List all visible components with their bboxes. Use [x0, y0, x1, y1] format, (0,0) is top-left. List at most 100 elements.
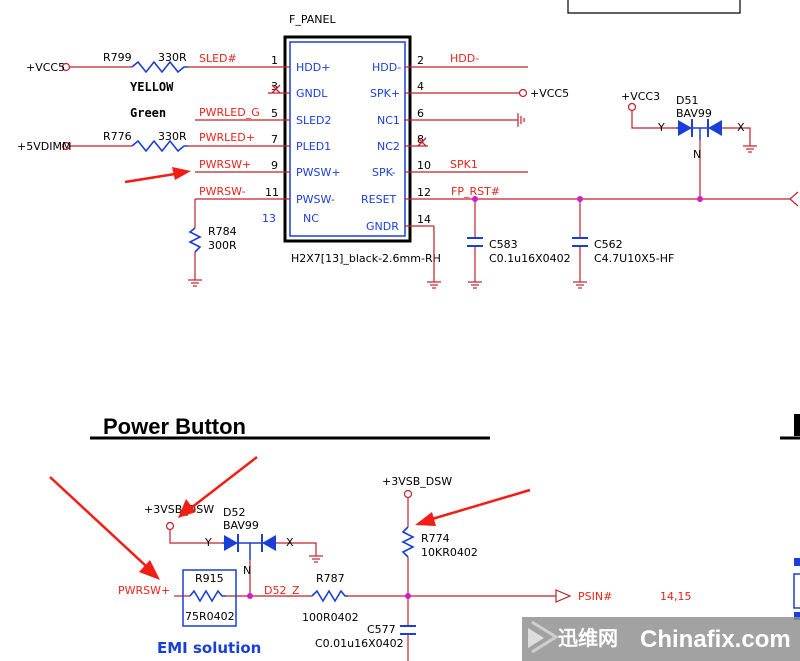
- partial-component-right: [793, 558, 800, 620]
- component-ref: R784: [208, 225, 237, 238]
- net-label-pwrled-g: PWRLED_G: [199, 106, 260, 119]
- net-label-fp-rst: FP_RST#: [451, 185, 500, 198]
- power-label: +VCC5: [530, 87, 569, 100]
- component-value: C0.01u16X0402: [315, 637, 404, 650]
- pin-number: 4: [417, 80, 424, 93]
- pin-number: 2: [417, 54, 424, 67]
- pin-name: NC: [303, 212, 319, 225]
- net-label-sled: SLED#: [199, 52, 237, 65]
- component-part: BAV99: [676, 107, 712, 120]
- power-button-section: Power Button +3VSB_DSW D52 BAV99 Y X N: [49, 414, 800, 661]
- emi-solution-label: EMI solution: [157, 639, 261, 657]
- component-ref: D51: [676, 94, 698, 107]
- off-page-connector: [789, 191, 799, 207]
- pin-name: RESET: [361, 193, 397, 206]
- partial-title-right: [794, 414, 800, 436]
- component-ref: R774: [421, 532, 450, 545]
- pin-number: 8: [417, 133, 424, 146]
- r799-resistor: R799 330R: [103, 51, 188, 74]
- vcc5-left-power: +VCC5: [26, 61, 71, 74]
- connector-title: F_PANEL: [289, 13, 336, 26]
- section-title: Power Button: [103, 414, 246, 439]
- pin-name: SPK-: [372, 166, 396, 179]
- power-label: +5VDIMM: [17, 140, 71, 153]
- pin-number: 1: [271, 54, 278, 67]
- no-connect-marks: [271, 84, 427, 147]
- chinafix-watermark: 迅维网 Chinafix.com: [522, 617, 800, 661]
- d52-diode: +3VSB_DSW D52 BAV99 Y X N: [144, 503, 323, 596]
- net-label-spk1: SPK1: [450, 158, 478, 171]
- watermark-logo-icon: [528, 628, 544, 648]
- pin-name: GNDL: [296, 87, 328, 100]
- connector-left-pins: 1 HDD+ 3 GNDL 5 SLED2 7 PLED1 9 PWSW+ 11…: [262, 54, 341, 225]
- pin-label: X: [737, 121, 745, 134]
- junction-dots-top: [472, 196, 703, 202]
- component-ref: C562: [594, 238, 623, 251]
- top-circuit: F_PANEL H2X7[13]_black-2.6mm-RH 1 HDD+ 3…: [17, 13, 799, 289]
- pin-number: 3: [271, 80, 278, 93]
- label-yellow: YELLOW: [130, 80, 174, 94]
- pin-number: 7: [271, 133, 278, 146]
- pin-number: 5: [271, 107, 278, 120]
- connector-right-pins: HDD- 2 SPK+ 4 NC1 6 NC2 8 SPK- 10 RESET …: [361, 54, 431, 233]
- net-label-pwrled-plus: PWRLED+: [199, 131, 255, 144]
- f-panel-connector: F_PANEL H2X7[13]_black-2.6mm-RH: [283, 13, 441, 265]
- pin-number: 6: [417, 107, 424, 120]
- component-value: 75R0402: [185, 610, 235, 623]
- annotation-arrow-left-long: [49, 476, 160, 580]
- vcc5-right-power: +VCC5: [518, 87, 569, 100]
- power-label: +3VSB_DSW: [144, 503, 214, 516]
- c562-capacitor: C562 C4.7U10X5-HF: [572, 237, 674, 265]
- net-label-hdd-minus: HDD-: [450, 52, 479, 65]
- net-label-d52-z: D52_Z: [264, 584, 300, 597]
- pin-name: SPK+: [370, 87, 400, 100]
- pin-number: 11: [265, 186, 279, 199]
- component-ref: R776: [103, 130, 132, 143]
- r784-resistor: R784 300R: [188, 225, 237, 253]
- watermark-en: Chinafix.com: [640, 626, 791, 653]
- connector-part-number: H2X7[13]_black-2.6mm-RH: [291, 252, 441, 265]
- net-label-pwrsw-plus: PWRSW+: [199, 158, 251, 171]
- pin-name: GNDR: [366, 220, 399, 233]
- psin-wires: [174, 494, 556, 661]
- pin-label: N: [693, 148, 701, 161]
- r776-resistor: R776 330R: [103, 130, 188, 153]
- vdimm-power: +5VDIMM: [17, 140, 71, 153]
- pin-name: PWSW+: [296, 166, 341, 179]
- annotation-arrow-r774: [415, 488, 531, 526]
- net-label-pwrsw-plus: PWRSW+: [118, 584, 170, 597]
- component-ref: C583: [489, 238, 518, 251]
- pin-name: PWSW-: [296, 193, 335, 206]
- ground-symbols-right: [427, 113, 587, 289]
- power-label: +VCC5: [26, 61, 65, 74]
- pin-label: Y: [204, 536, 212, 549]
- component-value: 300R: [208, 239, 237, 252]
- component-part: BAV99: [223, 519, 259, 532]
- annotation-arrow-left-short: [178, 456, 258, 518]
- pin-number: 14: [417, 213, 431, 226]
- watermark-cn: 迅维网: [558, 626, 618, 650]
- net-label-pwrsw-minus: PWRSW-: [199, 185, 246, 198]
- pin-number: 13: [262, 212, 276, 225]
- pin-name: NC1: [377, 114, 400, 127]
- pin-name: SLED2: [296, 114, 332, 127]
- pin-label: Y: [657, 121, 665, 134]
- net-label-psin: PSIN#: [578, 590, 612, 603]
- component-value: 330R: [158, 130, 187, 143]
- component-ref: R787: [316, 572, 345, 585]
- pin-label: N: [243, 564, 251, 577]
- component-ref: R799: [103, 51, 132, 64]
- connector-pin-stubs: [268, 66, 428, 227]
- d51-diode: +VCC3 D51 BAV99 Y X N: [621, 90, 757, 199]
- ground-symbol: [188, 279, 202, 287]
- c583-capacitor: C583 C0.1u16X0402: [467, 237, 571, 265]
- pin-name: NC2: [377, 140, 400, 153]
- pin-number: 9: [271, 159, 278, 172]
- component-value: 330R: [158, 51, 187, 64]
- annotation-arrow-pwrsw: [124, 167, 191, 184]
- component-ref: C577: [367, 623, 396, 636]
- power-label: +VCC3: [621, 90, 660, 103]
- component-ref: R915: [195, 572, 224, 585]
- right-side-wires: [428, 66, 790, 282]
